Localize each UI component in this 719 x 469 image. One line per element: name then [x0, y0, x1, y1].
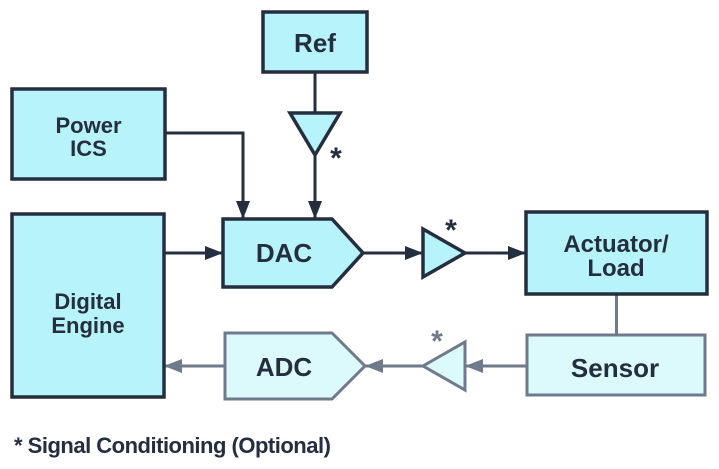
node-adc: ADC [223, 331, 368, 401]
adc-pentagon [223, 331, 368, 401]
ref-amp-asterisk: * [330, 142, 342, 175]
forward-amp-triangle-icon [421, 225, 469, 281]
sensor-box [525, 333, 707, 397]
forward-amp-asterisk: * [445, 214, 457, 247]
ref-amp-triangle-icon [286, 111, 344, 159]
wire-powerics-to-dac [165, 131, 250, 219]
dac-label: DAC [256, 238, 313, 268]
digital-engine-label-line1: Digital [54, 289, 121, 314]
dac-pentagon [221, 217, 366, 289]
power-ics-label-line2: ICS [70, 136, 107, 161]
node-power-ics: Power ICS [10, 87, 167, 181]
forward-amp: * [421, 214, 469, 281]
ref-box [261, 10, 369, 74]
ref-label: Ref [294, 28, 336, 58]
power-ics-label-line1: Power [55, 113, 121, 138]
sensor-label: Sensor [571, 353, 659, 383]
digital-engine-box [10, 212, 166, 399]
actuator-load-label-line1: Actuator/ [563, 231, 669, 258]
feedback-amp-asterisk: * [431, 325, 443, 358]
feedback-amp-triangle-icon [419, 339, 467, 393]
actuator-load-label-line2: Load [587, 255, 644, 282]
adc-label: ADC [256, 352, 313, 382]
actuator-load-box [524, 210, 709, 296]
node-sensor: Sensor [525, 333, 707, 397]
node-ref: Ref [261, 10, 369, 74]
power-ics-box [10, 87, 167, 181]
digital-engine-label-line2: Engine [51, 313, 124, 338]
feedback-amp: * [419, 325, 467, 393]
node-dac: DAC [221, 217, 366, 289]
ref-buffer-amp: * [286, 111, 344, 175]
node-actuator-load: Actuator/ Load [524, 210, 709, 296]
node-digital-engine: Digital Engine [10, 212, 166, 399]
footnote-text: * Signal Conditioning (Optional) [14, 433, 331, 458]
